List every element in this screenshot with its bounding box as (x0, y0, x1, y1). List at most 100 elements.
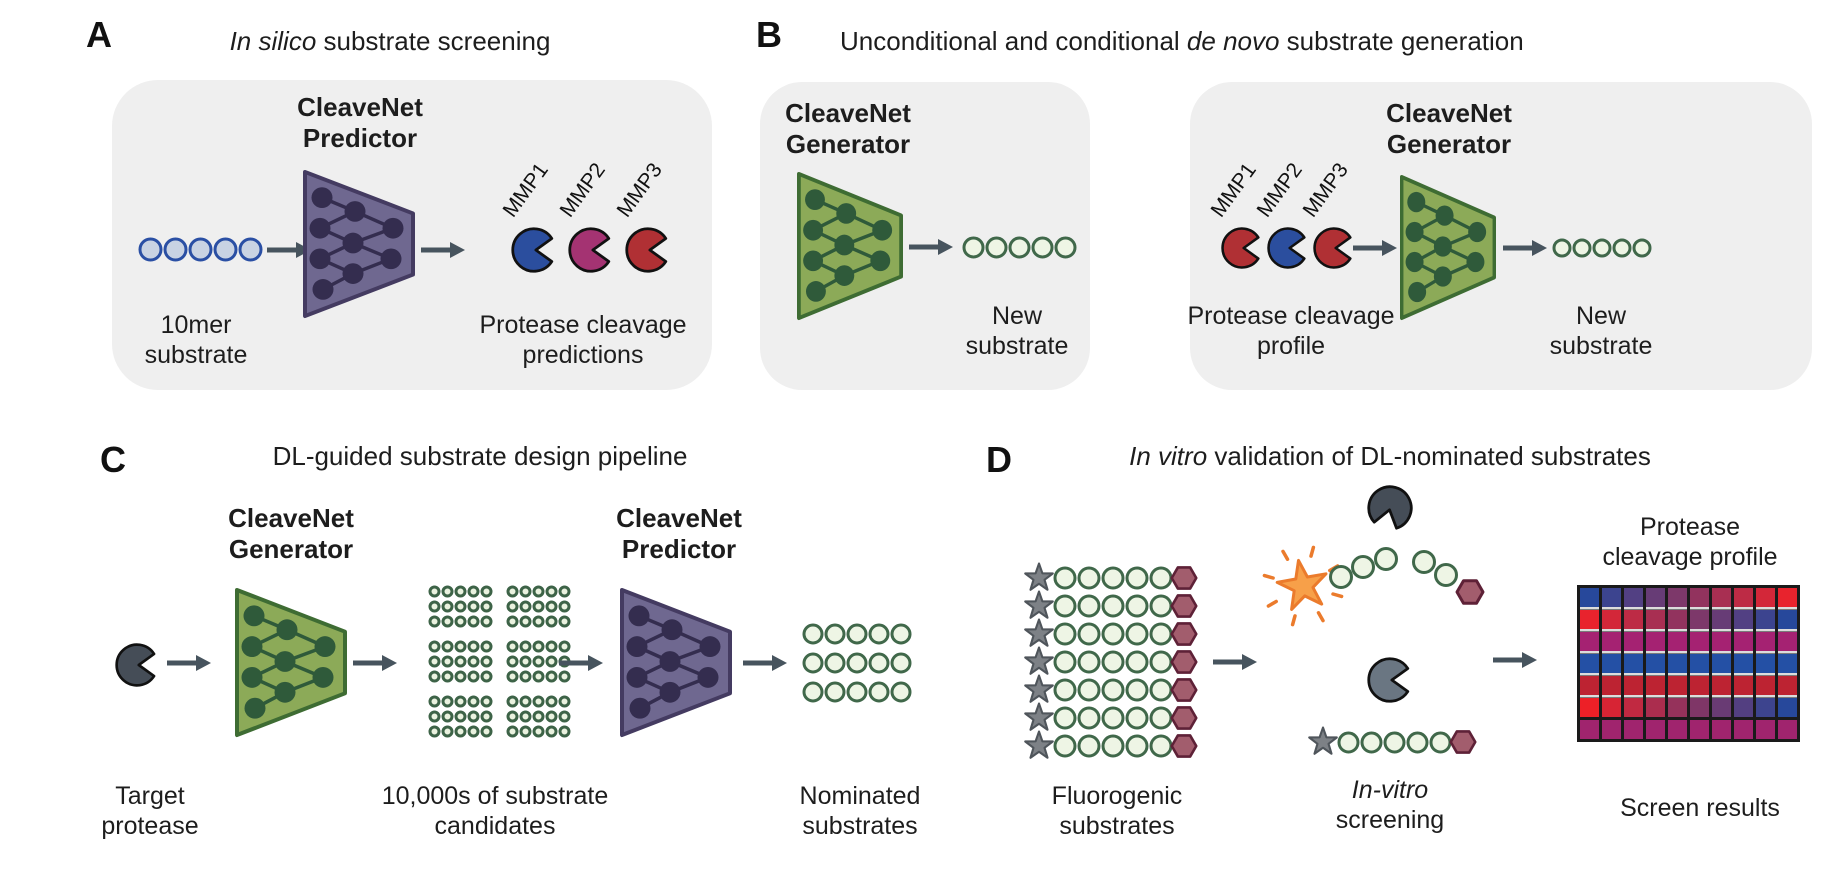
substrate-circle (1125, 734, 1149, 758)
nn-node (659, 681, 681, 703)
star-shape (1024, 674, 1054, 703)
nn-node (342, 263, 364, 284)
protease-pacman-red-icon (1221, 227, 1260, 269)
substrate-circle (519, 585, 532, 598)
arrow-head (1522, 652, 1537, 668)
nn-node (803, 219, 824, 241)
heatmap-row (1580, 654, 1797, 673)
heatmap-cell (1624, 610, 1643, 629)
new-substrate-chain (962, 236, 1077, 259)
arrow-head (382, 655, 397, 671)
substrate-circle (441, 585, 454, 598)
fluorescence-burst-icon (1262, 545, 1344, 627)
star-shape (1024, 618, 1054, 647)
substrate-circle (519, 695, 532, 708)
arrow-head (1532, 240, 1547, 256)
nominated-substrate-chain (802, 623, 912, 645)
substrate-circle (1149, 650, 1173, 674)
substrate-circle (441, 710, 454, 723)
heatmap-cell (1580, 720, 1599, 739)
substrate-chain (428, 600, 493, 613)
substrate-circle (1337, 731, 1360, 753)
substrate-circle (454, 695, 467, 708)
nn-node (836, 203, 857, 224)
heatmap-cell (1778, 588, 1797, 607)
substrate-chain (428, 655, 493, 668)
substrate-chain (506, 725, 571, 738)
heatmap-cell (1778, 610, 1797, 629)
substrate-circle (1612, 238, 1632, 258)
protease-pacman-dark-icon (1367, 485, 1413, 530)
substrate-circle (1053, 566, 1077, 590)
substrate-circle (545, 655, 558, 668)
nn-node (276, 619, 298, 641)
substrate-circle (480, 695, 493, 708)
protease-pacman-red-icon (625, 227, 668, 273)
substrate-chain (428, 615, 493, 628)
substrate-circle (1149, 706, 1173, 730)
protease-pacman-gray-icon (1367, 657, 1410, 703)
heatmap-cell (1580, 610, 1599, 629)
quencher-hexagon-icon (1170, 678, 1198, 702)
heatmap-cell (1734, 654, 1753, 673)
substrate-circle (1053, 622, 1077, 646)
substrate-circle (545, 695, 558, 708)
substrate-circle (480, 615, 493, 628)
pacman-shape (511, 227, 554, 273)
substrate-circle (558, 695, 571, 708)
pacman-shape (625, 227, 668, 273)
heatmap-row (1580, 632, 1797, 651)
nn-node (309, 217, 331, 239)
hexagon-shape (1449, 730, 1477, 754)
fluorogenic-substrate-row (1022, 618, 1198, 648)
substrate-circle (506, 695, 519, 708)
candidate-row (428, 600, 571, 613)
candidate-group (428, 640, 571, 683)
substrate-circle (428, 655, 441, 668)
panel-c-letter: C (100, 439, 126, 480)
substrate-circle (1101, 706, 1125, 730)
heatmap-title-line1: Protease (1639, 513, 1741, 541)
substrate-circle (532, 615, 545, 628)
cleavenet-generator-icon (235, 588, 347, 737)
substrate-chain (506, 640, 571, 653)
nn-node (699, 636, 721, 658)
substrate-circle (1125, 594, 1149, 618)
substrate-circle (558, 710, 571, 723)
substrate-circle (1572, 238, 1592, 258)
substrate-circle (1077, 566, 1101, 590)
substrate-circle (545, 615, 558, 628)
substrate-circle (428, 710, 441, 723)
nn-node (805, 281, 826, 302)
substrate-circle (1125, 706, 1149, 730)
substrate-circle (558, 600, 571, 613)
substrate-circle (454, 615, 467, 628)
substrate-circle (506, 640, 519, 653)
output-label-line2: predictions (522, 341, 644, 369)
heatmap-cell (1712, 632, 1731, 651)
heatmap-title-line2: cleavage profile (1602, 543, 1778, 571)
heatmap-row (1580, 588, 1797, 607)
protease-pacman-blue-icon (1267, 227, 1306, 269)
pacman-shape (1367, 485, 1413, 530)
arrow-head (588, 655, 603, 671)
hexagon-shape (1170, 734, 1198, 758)
substrate-circle (441, 655, 454, 668)
burst-star (1275, 558, 1328, 611)
substrate-circle (1053, 734, 1077, 758)
substrate-circle (1053, 594, 1077, 618)
substrate-circle (1149, 594, 1173, 618)
star-shape (1024, 702, 1054, 731)
heatmap-cell (1712, 610, 1731, 629)
arrow-head (450, 242, 465, 258)
arrow-icon (1493, 652, 1537, 668)
nominated-substrate-chain (802, 652, 912, 674)
substrate-circle (480, 670, 493, 683)
nn-node (870, 250, 891, 272)
arrow-icon (353, 655, 397, 671)
substrate-circle (467, 600, 480, 613)
input-label-line2: profile (1256, 332, 1326, 360)
heatmap-cell (1580, 676, 1599, 695)
substrate-circle (454, 640, 467, 653)
burst-rays (1262, 545, 1344, 627)
